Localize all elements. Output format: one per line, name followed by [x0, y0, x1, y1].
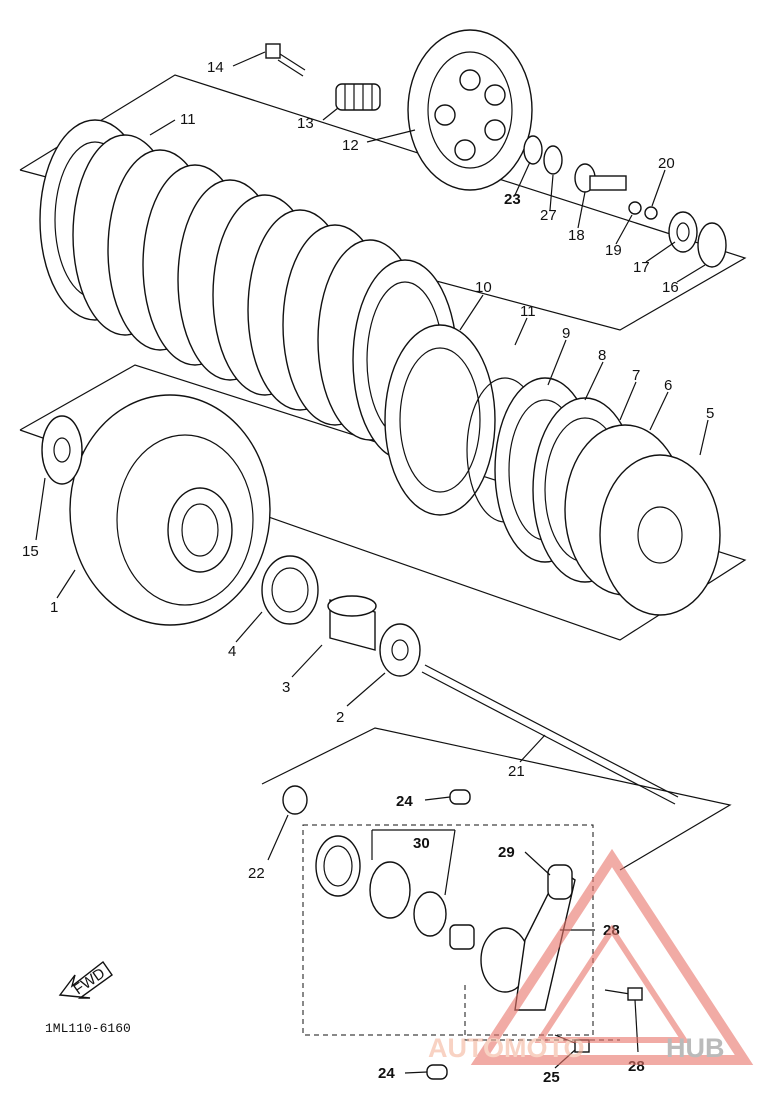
callout-6: 6 — [664, 377, 672, 394]
clutch-plate-stack — [39, 119, 721, 616]
nut-23 — [523, 135, 543, 165]
callout-25: 25 — [543, 1069, 560, 1086]
callout-1: 1 — [50, 599, 58, 616]
push-rod-18 — [574, 163, 627, 193]
callout-3: 3 — [282, 679, 290, 696]
bearing-17 — [668, 211, 698, 253]
spacer-3 — [327, 595, 377, 651]
ball-20 — [644, 206, 658, 220]
callout-30: 30 — [413, 835, 430, 852]
washer-27 — [543, 145, 563, 175]
callout-24-bottom: 24 — [378, 1065, 395, 1082]
clutch-plates — [72, 134, 458, 461]
ball-19 — [628, 201, 642, 215]
watermark-text-a: AUTOMOTO — [428, 1033, 585, 1063]
callout-4: 4 — [228, 643, 236, 660]
spring-13 — [335, 83, 381, 111]
friction-plate-11-lower — [384, 324, 496, 516]
callout-23: 23 — [504, 191, 521, 208]
clutch-boss-6-5 — [564, 424, 721, 616]
callout-29: 29 — [498, 844, 515, 861]
callout-16: 16 — [662, 279, 679, 296]
watermark-text-b: HUB — [666, 1033, 725, 1063]
release-bearing-30 — [369, 861, 447, 937]
callout-19: 19 — [605, 242, 622, 259]
bolt-28-right — [604, 987, 643, 1001]
automotohub-watermark: AUTOMOTO HUB — [428, 848, 754, 1065]
cable-guide-29 — [547, 864, 573, 900]
washer-2 — [379, 623, 421, 677]
callout-13: 13 — [297, 115, 314, 132]
pressure-plate-12 — [407, 29, 533, 191]
callout-27: 27 — [540, 207, 557, 224]
thrust-plate-15 — [41, 415, 83, 485]
callout-24-top: 24 — [396, 793, 413, 810]
callout-20: 20 — [658, 155, 675, 172]
watermark-triangle-icon — [470, 848, 754, 1065]
callout-2: 2 — [336, 709, 344, 726]
callouts: 14 13 12 11 23 27 18 19 20 17 16 10 11 9… — [22, 59, 714, 1086]
callout-17: 17 — [633, 259, 650, 276]
callout-7: 7 — [632, 367, 640, 384]
callout-8: 8 — [598, 347, 606, 364]
callout-18: 18 — [568, 227, 585, 244]
callout-9: 9 — [562, 325, 570, 342]
lock-washer-16 — [697, 222, 727, 268]
primary-driven-gear-1 — [69, 394, 271, 626]
callout-14: 14 — [207, 59, 224, 76]
release-spring — [449, 924, 475, 950]
fwd-arrow-icon: FWD — [58, 960, 113, 999]
callout-22: 22 — [248, 865, 265, 882]
push-rod-21 — [421, 664, 679, 805]
dowel-pin-24-bottom — [426, 1064, 448, 1080]
needle-bearing-4 — [261, 555, 319, 625]
callout-5: 5 — [706, 405, 714, 422]
oil-seal — [315, 835, 361, 897]
leader-lines — [35, 51, 709, 1074]
callout-12: 12 — [342, 137, 359, 154]
callout-11-lower: 11 — [520, 303, 536, 320]
callout-21: 21 — [508, 763, 525, 780]
callout-15: 15 — [22, 543, 39, 560]
dowel-pin-24-top — [449, 789, 471, 805]
part-code: 1ML110-6160 — [45, 1021, 131, 1036]
callout-10: 10 — [475, 279, 492, 296]
callout-11-top: 11 — [180, 111, 196, 128]
oil-seal-22 — [282, 785, 308, 815]
bolt-14 — [265, 43, 306, 77]
